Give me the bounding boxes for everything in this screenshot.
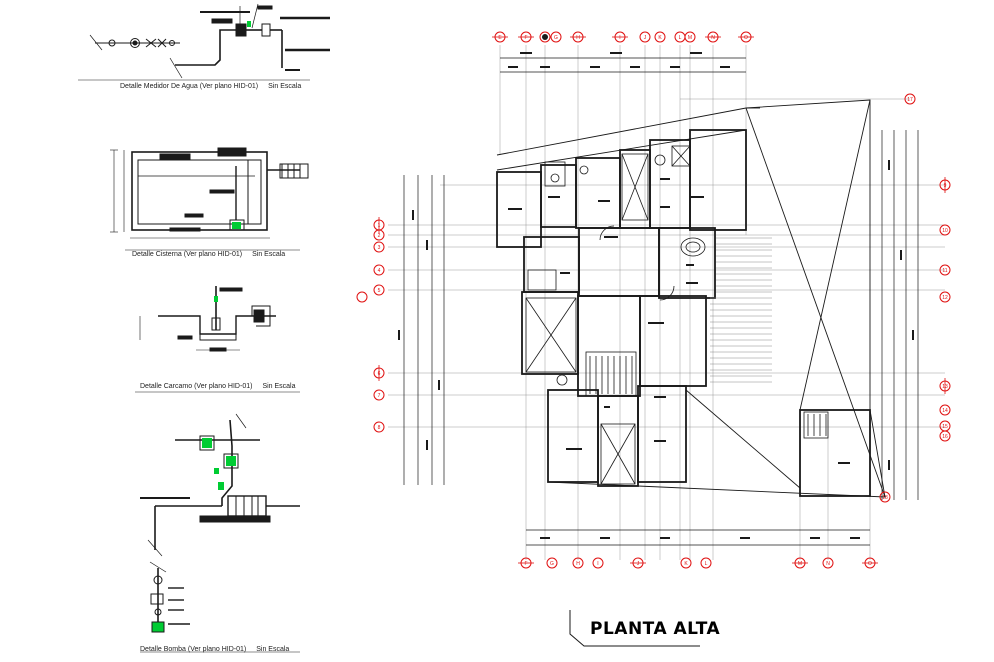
axis-label-bottom: O (868, 561, 872, 567)
axis-label-bottom: N (826, 561, 830, 567)
dimension-ticks (398, 52, 914, 539)
plan-dimension-chains (403, 57, 919, 546)
axis-label-left: 3 (378, 245, 381, 251)
sump-caption: Detalle Carcamo (Ver plano HID-01) Sin Es… (140, 383, 296, 390)
axis-label-right: 9 (944, 183, 947, 189)
sump-detail (135, 286, 300, 393)
pump-caption: Detalle Bomba (Ver plano HID-01) Sin Esca… (140, 646, 289, 653)
axis-label-left: 4 (378, 268, 381, 274)
sump-caption-title: Detalle Carcamo (Ver plano HID-01) (140, 383, 253, 390)
room-label-marks (508, 178, 850, 464)
axis-label-top: O (744, 35, 748, 41)
axis-label-right: 17 (907, 97, 913, 103)
sump-green-marks (214, 296, 218, 302)
axis-label-top: G (554, 35, 558, 41)
plan-title: PLANTA ALTA (590, 619, 721, 639)
plan-roof-outline (496, 99, 886, 498)
axis-label-bottom: F (524, 561, 527, 567)
water-meter-green-marks (247, 21, 251, 27)
terrace-hatching (710, 237, 772, 383)
axis-label-top: K (658, 35, 662, 41)
water-meter-detail (78, 3, 330, 81)
cistern-caption-scale: Sin Escala (252, 251, 286, 258)
pump-green-marks (202, 438, 236, 490)
axis-label-top: F (524, 35, 527, 41)
axis-label-bottom: M (798, 561, 802, 567)
axis-label-top: M (688, 35, 692, 41)
axis-label-right: 12 (942, 295, 948, 301)
axis-label-right: 10 (942, 228, 948, 234)
pump-caption-scale: Sin Escala (256, 646, 290, 653)
axis-label-right: 11 (942, 268, 947, 274)
plan-walls (496, 129, 871, 497)
axis-label-left: 7 (378, 393, 381, 399)
cistern-detail (110, 147, 309, 251)
axis-bubble-fill (542, 34, 548, 40)
plan-interior-details (525, 145, 829, 485)
axis-label-bottom: K (684, 561, 688, 567)
axis-label-bottom: L (705, 561, 708, 567)
axis-label-top: J (644, 35, 647, 41)
axis-label-top: I (619, 35, 620, 41)
plan-title-frame (569, 610, 700, 647)
axis-label-right: 14 (942, 408, 948, 414)
axis-label-right: 15 (942, 424, 948, 430)
axis-label-left: 1 (378, 223, 381, 229)
axis-label-right: 16 (942, 434, 948, 440)
cistern-caption-title: Detalle Cisterna (Ver plano HID-01) (132, 251, 243, 258)
water-meter-caption-title: Detalle Medidor De Agua (Ver plano HID-0… (120, 83, 259, 90)
axis-label-left: 2 (378, 233, 381, 239)
axis-label-top: N (711, 35, 715, 41)
sump-caption-scale: Sin Escala (262, 383, 296, 390)
axis-bubble-ticks (378, 36, 946, 564)
axis-label-top: L (679, 35, 682, 41)
axis-label-right: 13 (942, 384, 948, 390)
axis-label-bottom: I (597, 561, 598, 567)
axis-label-bottom: H (576, 561, 580, 567)
axis-label-left: 6 (378, 371, 381, 377)
axis-label-bottom: J (637, 561, 640, 567)
water-meter-caption-scale: Sin Escala (268, 83, 302, 90)
axis-label-top: H (576, 35, 580, 41)
axis-label-bottom: G (550, 561, 554, 567)
plan-axis-lines (388, 45, 945, 560)
cistern-green-marks (232, 222, 241, 229)
water-meter-caption: Detalle Medidor De Agua (Ver plano HID-0… (120, 83, 301, 90)
axis-label-right: 18 (882, 495, 888, 501)
pump-caption-title: Detalle Bomba (Ver plano HID-01) (140, 646, 247, 653)
axis-label-top: E (498, 35, 502, 41)
pump-detail (140, 413, 300, 653)
cistern-caption: Detalle Cisterna (Ver plano HID-01) Sin E… (132, 251, 285, 258)
axis-label-left: 8 (378, 425, 381, 431)
axis-label-left: 5 (378, 288, 381, 294)
